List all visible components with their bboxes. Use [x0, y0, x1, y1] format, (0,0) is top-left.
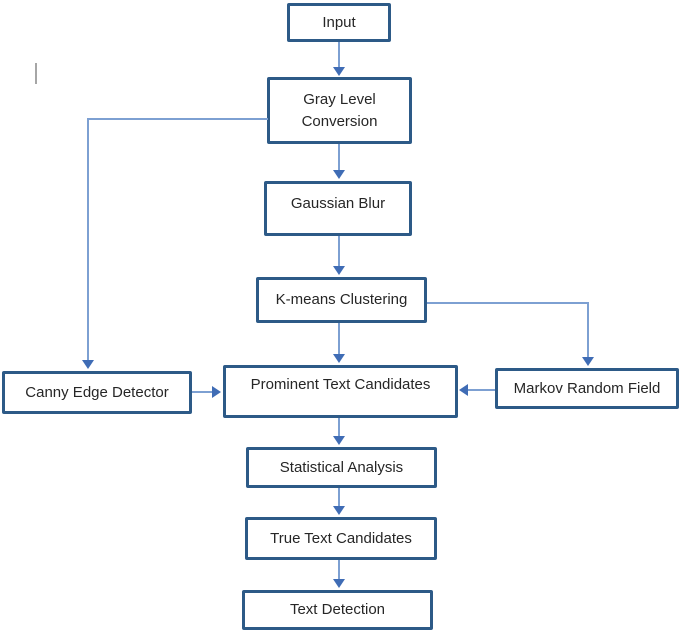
node-text-detection: Text Detection [242, 590, 433, 630]
node-gray-level-conversion-line1: Gray Level [303, 90, 376, 108]
arrowhead-down-icon [333, 67, 345, 76]
arrowhead-down-icon [333, 354, 345, 363]
arrow-shaft [468, 389, 495, 391]
node-canny-edge-detector-label: Canny Edge Detector [25, 383, 169, 401]
node-prominent-text-candidates: Prominent Text Candidates [223, 365, 458, 418]
node-true-text-candidates-label: True Text Candidates [270, 529, 412, 547]
arrowhead-down-icon [333, 170, 345, 179]
arrow-shaft [338, 144, 340, 171]
arrow-shaft [338, 488, 340, 507]
node-gaussian-blur: Gaussian Blur [264, 181, 412, 236]
node-gray-level-conversion-line2: Conversion [301, 112, 378, 130]
node-markov-random-field-label: Markov Random Field [513, 379, 661, 397]
arrow-shaft [338, 560, 340, 580]
arrow-shaft [338, 236, 340, 267]
node-statistical-analysis: Statistical Analysis [246, 447, 437, 488]
arrowhead-down-icon [333, 506, 345, 515]
node-k-means-clustering-label: K-means Clustering [275, 291, 408, 308]
arrowhead-down-icon [82, 360, 94, 369]
node-k-means-clustering: K-means Clustering [256, 277, 427, 323]
arrow-shaft [87, 118, 89, 360]
arrowhead-down-icon [333, 579, 345, 588]
node-input: Input [287, 3, 391, 42]
text-cursor-mark [35, 63, 37, 84]
arrow-shaft [87, 118, 268, 120]
arrowhead-right-icon [212, 386, 221, 398]
node-text-detection-label: Text Detection [289, 601, 386, 618]
node-gray-level-conversion: Gray Level Conversion [267, 77, 412, 144]
arrowhead-down-icon [333, 436, 345, 445]
arrowhead-down-icon [333, 266, 345, 275]
node-true-text-candidates: True Text Candidates [245, 517, 437, 560]
arrowhead-left-icon [459, 384, 468, 396]
arrow-shaft [192, 391, 213, 393]
node-statistical-analysis-label: Statistical Analysis [279, 458, 404, 476]
node-canny-edge-detector: Canny Edge Detector [2, 371, 192, 414]
arrowhead-down-icon [582, 357, 594, 366]
arrow-shaft [338, 418, 340, 437]
arrow-shaft [427, 302, 589, 304]
node-gaussian-blur-label: Gaussian Blur [290, 195, 386, 212]
node-input-label: Input [322, 13, 356, 31]
node-gray-level-conversion-label: Gray Level Conversion [302, 89, 378, 133]
node-prominent-text-candidates-label: Prominent Text Candidates [250, 376, 431, 393]
arrow-shaft [587, 302, 589, 357]
node-markov-random-field: Markov Random Field [495, 368, 679, 409]
arrow-shaft [338, 42, 340, 68]
arrow-shaft [338, 323, 340, 355]
